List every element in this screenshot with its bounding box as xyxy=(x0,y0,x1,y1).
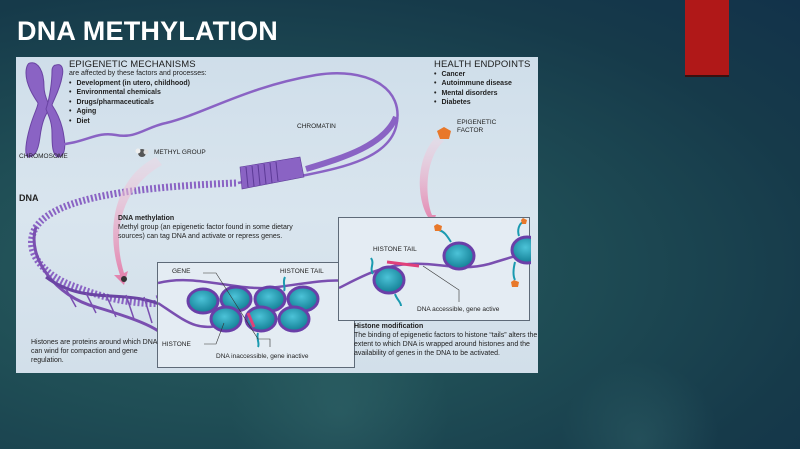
chromatin-label: CHROMATIN xyxy=(297,123,336,130)
factor-arrow xyxy=(419,137,444,227)
methyl-group-icon xyxy=(121,148,149,282)
nucleosome-cluster-icon xyxy=(158,272,356,348)
diagram-artwork xyxy=(25,62,451,339)
histones-note: Histones are proteins around which DNA c… xyxy=(31,339,158,364)
endpoint-item: Mental disorders xyxy=(434,89,512,98)
chromosome-icon xyxy=(25,62,66,158)
endpoint-item: Diabetes xyxy=(434,98,512,107)
histone-label: HISTONE xyxy=(162,341,191,348)
methylation-arrow xyxy=(113,157,162,285)
slide-title: DNA METHYLATION xyxy=(17,16,278,46)
chromatin-coil xyxy=(239,156,305,190)
epigenetic-factor-label: EPIGENETIC FACTOR xyxy=(457,119,497,134)
inset-gene-active: HISTONE TAIL DNA accessible, gene active xyxy=(338,217,531,321)
methyl-group-label: METHYL GROUP xyxy=(154,149,206,156)
gene-label: GENE xyxy=(172,268,191,275)
dna-accessible-label: DNA accessible, gene active xyxy=(417,306,500,313)
mechanism-item: Diet xyxy=(69,117,190,126)
accent-bar xyxy=(685,0,729,75)
endpoint-item: Autoimmune disease xyxy=(434,79,511,88)
chromosome-label: CHROMOSOME xyxy=(19,153,68,160)
health-endpoints-heading: HEALTH ENDPOINTS xyxy=(434,59,531,70)
epigenetics-diagram: EPIGENETIC MECHANISMS are affected by th… xyxy=(16,57,538,373)
health-endpoints-list: Cancer Autoimmune disease Mental disorde… xyxy=(434,70,512,108)
histone-tail-label-inactive: HISTONE TAIL xyxy=(280,268,324,275)
mechanisms-subheading: are affected by these factors and proces… xyxy=(69,70,207,77)
inset-gene-inactive: GENE HISTONE TAIL HISTONE DNA inaccessib… xyxy=(157,262,356,368)
mechanism-item: Aging xyxy=(69,107,190,116)
histone-modification-description: Histone modification The binding of epig… xyxy=(354,323,538,357)
mechanism-item: Development (in utero, childhood) xyxy=(69,79,190,88)
mechanisms-heading: EPIGENETIC MECHANISMS xyxy=(69,59,196,70)
nucleosome-open-icon xyxy=(339,218,531,307)
dna-inaccessible-label: DNA inaccessible, gene inactive xyxy=(216,353,309,360)
endpoint-item: Cancer xyxy=(434,70,512,79)
dna-label: DNA xyxy=(19,193,39,203)
dna-methylation-description: DNA methylation Methyl group (an epigene… xyxy=(118,215,293,240)
epigenetic-factor-icon xyxy=(437,127,451,139)
mechanism-item: Environmental chemicals xyxy=(69,88,190,97)
mechanisms-list: Development (in utero, childhood) Enviro… xyxy=(69,79,190,126)
mechanism-item: Drugs/pharmaceuticals xyxy=(69,98,190,107)
histone-tail-label-active: HISTONE TAIL xyxy=(373,246,417,253)
background-glow xyxy=(560,360,720,449)
